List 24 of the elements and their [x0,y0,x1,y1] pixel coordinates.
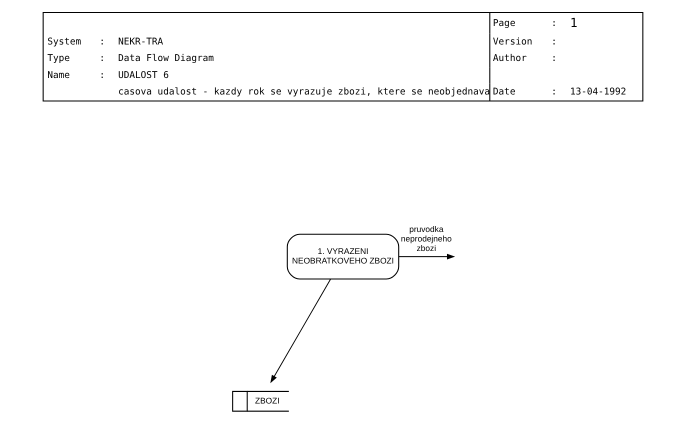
label: NEKR-TRA [118,36,164,48]
label: : [551,18,557,30]
label: : [99,36,106,48]
label: : [99,53,106,64]
label: : [551,86,557,98]
label: Date [492,86,516,98]
label: System [47,36,82,48]
label: : [99,70,106,81]
edge-label: pruvodka neprodejneho zbozi [400,224,452,253]
label: UDALOST 6 [118,70,169,81]
label: : [551,53,557,64]
label: Data Flow Diagram [118,53,214,64]
label: Type [47,53,70,64]
label: : [551,36,557,48]
label: Page [492,18,516,30]
node-box: 1. VYRAZENI NEOBRATKOVEHO ZBOZI [286,234,400,280]
arrow [398,254,456,260]
label: casova udalost - kazdy rok se vyrazuje zbozi, ktere se neobjednava [118,86,490,98]
label: Name [47,70,70,81]
label: Author [492,53,527,64]
label: 1 [570,15,578,30]
label: Version [492,36,532,48]
arrow [270,278,331,384]
label: 13-04-1992 [570,86,626,98]
